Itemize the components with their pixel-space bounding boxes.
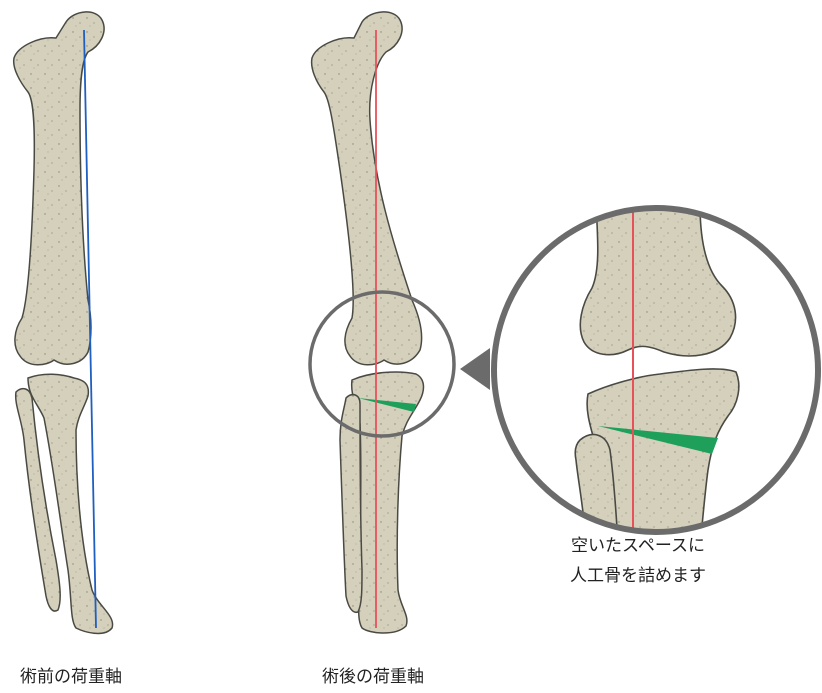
caption-before: 術前の荷重軸	[20, 662, 122, 687]
callout-line-1: 空いたスペースに	[548, 531, 728, 561]
callout-line-2: 人工骨を詰めます	[548, 561, 728, 591]
leg-after	[310, 12, 454, 633]
callout-pointer	[460, 348, 490, 390]
leg-before	[14, 12, 113, 634]
callout-note: 空いたスペースに 人工骨を詰めます	[548, 531, 728, 591]
femur-after	[312, 12, 422, 365]
caption-after: 術後の荷重軸	[322, 662, 424, 687]
